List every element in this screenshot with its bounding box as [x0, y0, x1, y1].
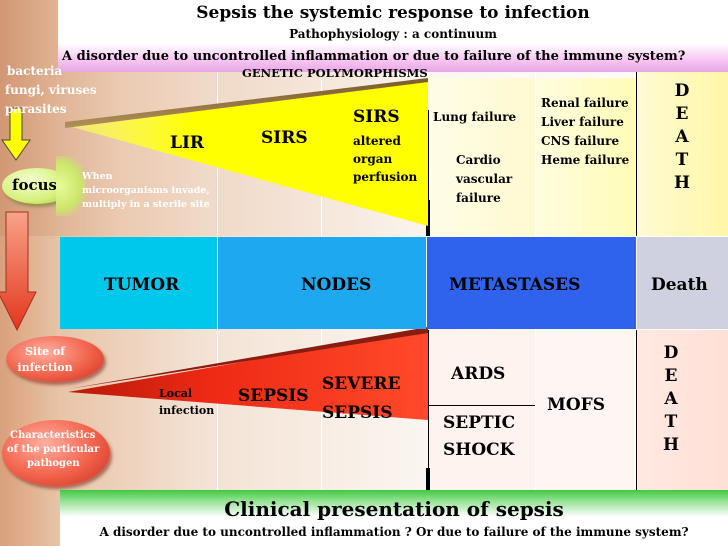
band-death: Death [637, 237, 728, 329]
page-subtitle: Pathophysiology : a continuum [289, 27, 497, 41]
septic-label-2: SHOCK [443, 440, 515, 460]
down-arrow-yellow [1, 107, 31, 161]
sepsis-label: SEPSIS [238, 386, 309, 406]
panel-organ [535, 78, 635, 236]
thick-marker-lower [426, 468, 430, 490]
genetic-polymorphisms: GENETIC POLYMORPHISMS [242, 66, 428, 80]
death-letter: D [674, 81, 690, 101]
ards-label: ARDS [451, 364, 506, 384]
death-letter: E [664, 366, 678, 386]
perfusion-label: perfusion [353, 170, 418, 184]
when-line-2: microorganisms invade, [82, 185, 210, 196]
divider-line [636, 72, 637, 236]
fungi-label: fungi, viruses [5, 83, 97, 97]
panel-mofs [535, 330, 635, 490]
divider-line [636, 330, 637, 490]
death-letter: H [662, 435, 680, 455]
band-tumor: TUMOR [60, 237, 217, 329]
death-letter: A [664, 389, 678, 409]
focus-label: focus [12, 176, 57, 194]
lower-wedge-edge [68, 327, 428, 389]
label-death: Death [651, 275, 708, 295]
death-vertical-upper: D E A T H [672, 80, 692, 195]
label-metastases: METASTASES [449, 275, 581, 295]
local-label-1: Local [159, 387, 193, 400]
label-nodes: NODES [301, 275, 372, 295]
sirs-altered-title: SIRS [353, 107, 400, 127]
liver-failure-label: Liver failure [541, 115, 624, 129]
band-nodes: NODES [218, 237, 426, 329]
organ-label: organ [353, 152, 393, 166]
label-tumor: TUMOR [104, 275, 180, 295]
band-metastases: METASTASES [427, 237, 636, 329]
death-vertical-lower: D E A T H [661, 342, 681, 457]
site-label-1: Site of [24, 345, 66, 358]
death-letter: T [664, 412, 678, 432]
heme-failure-label: Heme failure [541, 153, 630, 167]
divider-line [217, 72, 218, 490]
panel-ards [428, 330, 535, 490]
death-letter: T [675, 150, 689, 170]
panel-death-lower [636, 330, 728, 490]
local-label-2: infection [159, 404, 215, 417]
death-letter: A [675, 127, 689, 147]
title-banner: Sepsis the systemic response to infectio… [58, 0, 728, 72]
parasites-label: parasites [5, 102, 67, 116]
divider-line [428, 110, 429, 236]
site-of-infection-badge [6, 336, 104, 382]
panel-lung [428, 78, 535, 236]
char-label-2: of the particular [7, 444, 100, 455]
cardio-label-2: vascular [456, 172, 513, 186]
panel-death-upper [636, 72, 728, 236]
death-letter: E [675, 104, 689, 124]
septic-label-1: SEPTIC [443, 413, 516, 433]
site-label-2: infection [17, 361, 73, 374]
focus-tail [56, 156, 86, 216]
divider-line [428, 330, 429, 490]
footer-title: Clinical presentation of sepsis [224, 497, 564, 521]
down-arrow-red [0, 211, 37, 332]
upper-wedge-edge [65, 78, 428, 128]
altered-label: altered [353, 134, 401, 148]
char-label-1: Characteristics [10, 430, 96, 441]
cardio-label-3: failure [456, 191, 501, 205]
mofs-label: MOFS [547, 395, 605, 415]
renal-failure-label: Renal failure [541, 96, 629, 110]
cardio-label-1: Cardio [456, 153, 501, 167]
page-title: Sepsis the systemic response to infectio… [196, 3, 590, 23]
bacteria-label: bacteria [7, 64, 63, 78]
lower-wedge [68, 330, 428, 420]
ards-septic-divider [428, 405, 535, 406]
footer-banner: Clinical presentation of sepsis A disord… [60, 490, 728, 546]
when-line-3: multiply in a sterile site [82, 199, 210, 210]
char-label-3: pathogen [27, 458, 80, 469]
footer-question: A disorder due to uncontrolled inflammat… [99, 525, 689, 539]
death-letter: D [663, 343, 679, 363]
header-question: A disorder due to uncontrolled inflammat… [62, 49, 686, 64]
when-line-1: When [82, 171, 113, 182]
lung-failure-label: Lung failure [433, 110, 517, 124]
severe-label-1: SEVERE [322, 374, 401, 394]
lir-label: LIR [170, 133, 205, 153]
death-letter: H [673, 173, 691, 193]
sirs-label: SIRS [261, 128, 308, 148]
pathogen-characteristics-badge [2, 420, 110, 486]
cns-failure-label: CNS failure [541, 134, 620, 148]
severe-label-2: SEPSIS [322, 403, 393, 423]
